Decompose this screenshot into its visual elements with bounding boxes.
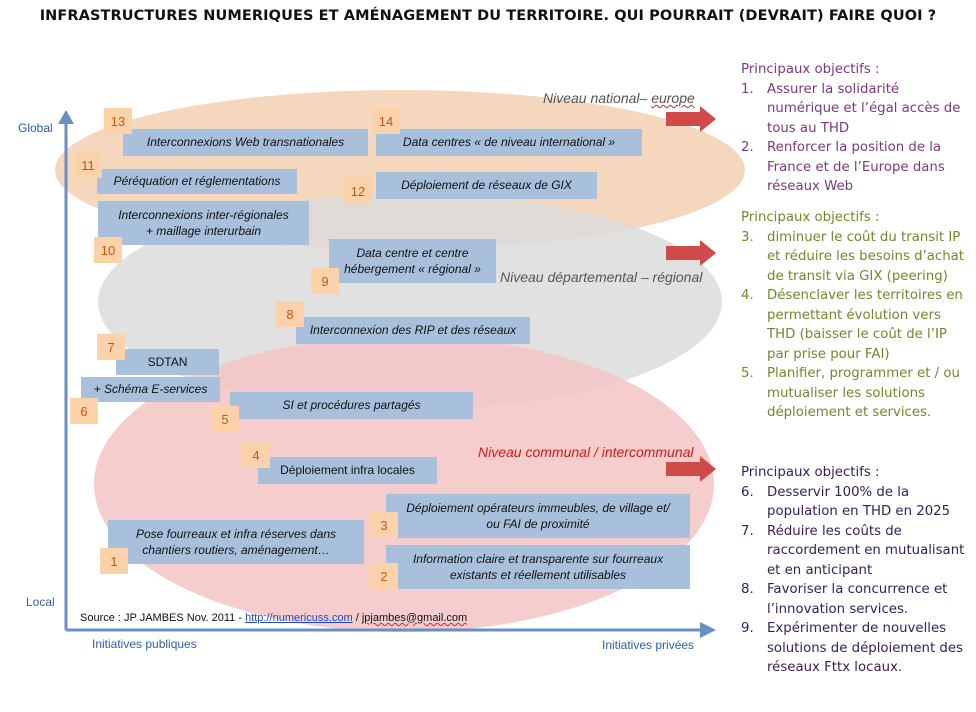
item-5-box: SI et procédures partagés bbox=[230, 392, 473, 419]
item-3-line1: Déploiement opérateurs immeubles, de vil… bbox=[406, 500, 670, 515]
objectives-communal: Principaux objectifs : 6.Desservir 100% … bbox=[741, 463, 971, 678]
item-14-box: Data centres « de niveau international » bbox=[376, 129, 642, 156]
objectives-departmental-heading: Principaux objectifs : bbox=[741, 210, 880, 225]
item-9-line1: Data centre et centre bbox=[356, 245, 469, 260]
objective-item: 4.Désenclaver les territoires en permett… bbox=[741, 288, 963, 362]
communal-arrow-icon bbox=[666, 456, 716, 482]
item-5-number: 5 bbox=[211, 406, 239, 432]
objective-item: 7.Réduire les coûts de raccordement en m… bbox=[741, 523, 965, 578]
item-10-number: 10 bbox=[94, 237, 122, 263]
item-2-line2: existants et réellement utilisables bbox=[449, 568, 627, 582]
item-7-number: 7 bbox=[97, 334, 125, 360]
item-3-box: Déploiement opérateurs immeubles, de vil… bbox=[386, 494, 690, 538]
item-3-number: 3 bbox=[370, 512, 398, 538]
objective-item: 1.Assurer la solidarité numérique et l’é… bbox=[741, 81, 961, 136]
item-12-box: Déploiement de réseaux de GIX bbox=[376, 172, 597, 199]
page-title: INFRASTRUCTURES NUMERIQUES ET AMÉNAGEMEN… bbox=[39, 8, 937, 24]
y-axis-top-label: Global bbox=[18, 121, 53, 135]
item-10-line1: Interconnexions inter-régionales bbox=[118, 207, 289, 222]
item-4-box: Déploiement infra locales bbox=[258, 457, 437, 484]
item-1-box: Pose fourreaux et infra réserves dans ch… bbox=[108, 520, 364, 564]
departmental-level-label: Niveau départemental – régional bbox=[500, 269, 703, 285]
source-email: jpjambes@gmail.com bbox=[361, 612, 468, 624]
communal-level-label: Niveau communal / intercommunal bbox=[478, 444, 694, 460]
national-level-label: Niveau national– europe bbox=[543, 90, 695, 106]
item-6-box: + Schéma E-services bbox=[81, 377, 220, 402]
item-2-box: Information claire et transparente sur f… bbox=[386, 545, 690, 589]
item-13-number: 13 bbox=[104, 108, 132, 134]
item-1-number: 1 bbox=[100, 548, 128, 574]
item-13-box: Interconnexions Web transnationales bbox=[123, 129, 368, 156]
item-14-number: 14 bbox=[372, 108, 400, 134]
objective-item: 2.Renforcer la position de la France et … bbox=[741, 140, 945, 194]
item-1-line1: Pose fourreaux et infra réserves dans bbox=[135, 526, 337, 541]
item-1-line2: chantiers routiers, aménagement… bbox=[142, 543, 330, 557]
national-level-prefix: Niveau national– bbox=[543, 90, 652, 106]
item-10-line2: + maillage interurbain bbox=[145, 224, 262, 238]
item-8-number: 8 bbox=[276, 301, 304, 327]
item-3-line2: ou FAI de proximité bbox=[486, 517, 590, 531]
item-8-box: Interconnexion des RIP et des réseaux bbox=[296, 317, 530, 344]
y-axis-arrowhead bbox=[58, 110, 74, 124]
objective-item: 6.Desservir 100% de la population en THD… bbox=[741, 484, 951, 520]
x-axis-left-label: Initiatives publiques bbox=[92, 637, 197, 651]
national-level-suffix: europe bbox=[651, 90, 695, 106]
item-9-number: 9 bbox=[311, 268, 339, 294]
objectives-national-heading: Principaux objectifs : bbox=[741, 62, 880, 77]
objective-item: 5.Planifier, programmer et / ou mutualis… bbox=[741, 366, 960, 420]
objective-item: 3.diminuer le coût du transit IP et rédu… bbox=[741, 229, 965, 284]
item-9-box: Data centre et centre hébergement « régi… bbox=[329, 239, 496, 283]
source-separator: / bbox=[352, 612, 362, 624]
item-11-number: 11 bbox=[74, 152, 102, 178]
national-arrow-icon bbox=[666, 106, 716, 132]
x-axis-right-label: Initiatives privées bbox=[602, 638, 695, 652]
objective-item: 8.Favoriser la concurrence et l’innovati… bbox=[741, 582, 948, 617]
objectives-departmental: Principaux objectifs : 3.diminuer le coû… bbox=[741, 208, 971, 423]
x-axis-arrowhead bbox=[700, 622, 716, 638]
objective-item: 9.Expérimenter de nouvelles solutions de… bbox=[741, 621, 963, 675]
item-12-number: 12 bbox=[344, 178, 372, 204]
item-7-box: SDTAN bbox=[116, 349, 219, 375]
item-6-number: 6 bbox=[70, 398, 98, 424]
y-axis-bottom-label: Local bbox=[26, 595, 55, 609]
source-credit: Source : JP JAMBES Nov. 2011 - http://nu… bbox=[80, 612, 467, 624]
item-2-line1: Information claire et transparente sur f… bbox=[412, 551, 664, 566]
source-link[interactable]: http://numericuss.com bbox=[245, 612, 353, 624]
objectives-communal-heading: Principaux objectifs : bbox=[741, 465, 880, 480]
item-9-line2: hébergement « régional » bbox=[344, 262, 481, 276]
departmental-arrow-icon bbox=[666, 240, 716, 266]
item-2-number: 2 bbox=[370, 563, 398, 589]
source-prefix: Source : JP JAMBES Nov. 2011 - bbox=[80, 612, 246, 624]
item-11-box: Péréquation et réglementations bbox=[97, 169, 297, 194]
item-10-box: Interconnexions inter-régionales + maill… bbox=[98, 201, 309, 245]
item-4-number: 4 bbox=[242, 442, 270, 468]
objectives-national: Principaux objectifs : 1.Assurer la soli… bbox=[741, 60, 971, 197]
